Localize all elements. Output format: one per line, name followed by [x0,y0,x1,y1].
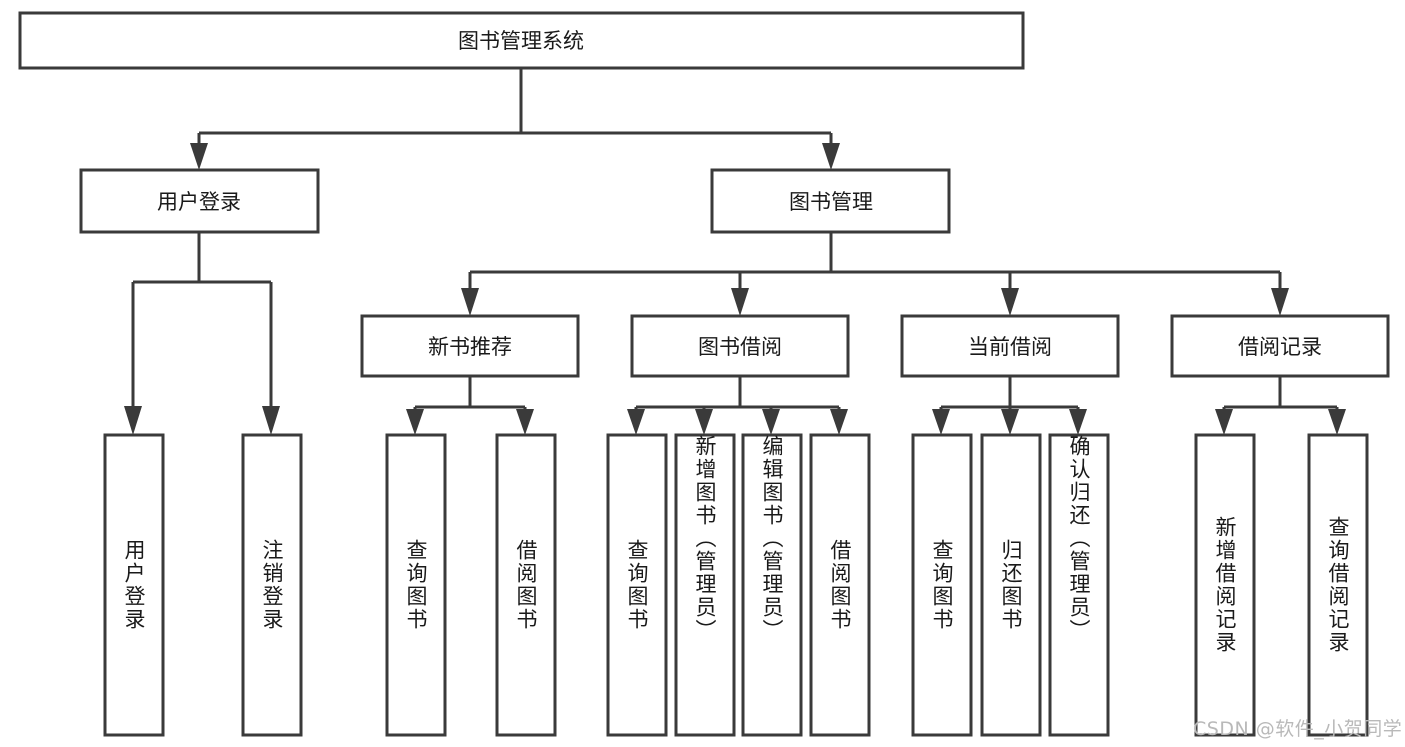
arrow-leaf-br-2 [1328,409,1346,435]
leaf-group-new-book-recommend [385,433,557,737]
arrow-leaf-cb-3 [1069,409,1087,435]
connector-borrow-record-to-leaves [1222,376,1339,413]
node-root-label: 图书管理系统 [458,29,584,53]
connector-current-borrow-to-leaves [939,376,1080,413]
node-current-borrow-label: 当前借阅 [968,335,1052,359]
arrow-to-new-book-recommend [461,288,479,316]
connector-new-book-recommend-to-leaves [413,376,527,413]
arrow-to-current-borrow [1001,288,1019,316]
node-borrow-record-box[interactable] [1170,314,1390,378]
arrow-to-leaf-logout [262,406,280,435]
node-book-borrow-box[interactable] [630,314,850,378]
arrow-to-leaf-user-login [124,406,142,435]
connector-book-manage-to-level3 [468,232,1282,292]
arrow-leaf-bb-3 [762,409,780,435]
arrow-to-book-borrow [731,288,749,316]
arrow-to-book-manage [822,143,840,170]
arrow-leaf-br-1 [1215,409,1233,435]
node-root[interactable]: 图书管理系统 [18,11,1025,70]
leaf-group-borrow-record [1194,433,1369,737]
node-book-manage[interactable]: 图书管理 [710,168,951,234]
leaf-box-bb-query-book[interactable] [606,433,668,737]
connector-book-borrow-to-leaves [634,376,841,413]
node-borrow-record-label: 借阅记录 [1238,335,1322,359]
arrow-leaf-nbr-2 [516,409,534,435]
arrow-leaf-cb-2 [1001,409,1019,435]
node-user-login-box[interactable] [79,168,320,234]
arrow-leaf-bb-1 [627,409,645,435]
arrow-leaf-cb-1 [932,409,950,435]
node-user-login[interactable]: 用户登录 [79,168,320,234]
node-book-borrow[interactable]: 图书借阅 [630,314,850,378]
leaf-box-br-query-record[interactable] [1307,433,1369,737]
leaf-group-current-borrow [911,433,1110,737]
leaf-box-cb-query-book[interactable] [911,433,973,737]
connector-user-login-to-leaves [131,232,273,410]
leaf-box-bb-edit-book[interactable] [741,433,803,737]
node-book-manage-label: 图书管理 [789,190,873,214]
node-root-box[interactable] [18,11,1025,70]
node-borrow-record[interactable]: 借阅记录 [1170,314,1390,378]
leaf-box-nbr-query-book[interactable] [385,433,447,737]
node-book-manage-box[interactable] [710,168,951,234]
leaf-group-user-login [103,433,303,737]
node-current-borrow[interactable]: 当前借阅 [900,314,1120,378]
leaf-box-bb-add-book[interactable] [674,433,736,737]
leaf-box-logout[interactable] [241,433,303,737]
leaf-box-cb-confirm-return[interactable] [1048,433,1110,737]
node-new-book-recommend-box[interactable] [360,314,580,378]
node-new-book-recommend[interactable]: 新书推荐 [360,314,580,378]
leaf-box-user-login[interactable] [103,433,165,737]
node-new-book-recommend-label: 新书推荐 [428,335,512,359]
arrow-to-borrow-record [1271,288,1289,316]
node-current-borrow-box[interactable] [900,314,1120,378]
leaf-box-cb-return-book[interactable] [980,433,1042,737]
arrow-leaf-bb-2 [695,409,713,435]
leaf-group-book-borrow [606,433,871,737]
connector-root-to-level2 [197,68,833,148]
arrow-to-user-login [190,143,208,170]
watermark-text: CSDN @软件_小贺同学 [1193,718,1403,740]
node-user-login-label: 用户登录 [157,190,241,214]
leaf-box-br-add-record[interactable] [1194,433,1256,737]
node-book-borrow-label: 图书借阅 [698,335,782,359]
leaf-box-bb-borrow-book[interactable] [809,433,871,737]
arrow-leaf-nbr-1 [406,409,424,435]
leaf-box-nbr-borrow-book[interactable] [495,433,557,737]
arrow-leaf-bb-4 [830,409,848,435]
